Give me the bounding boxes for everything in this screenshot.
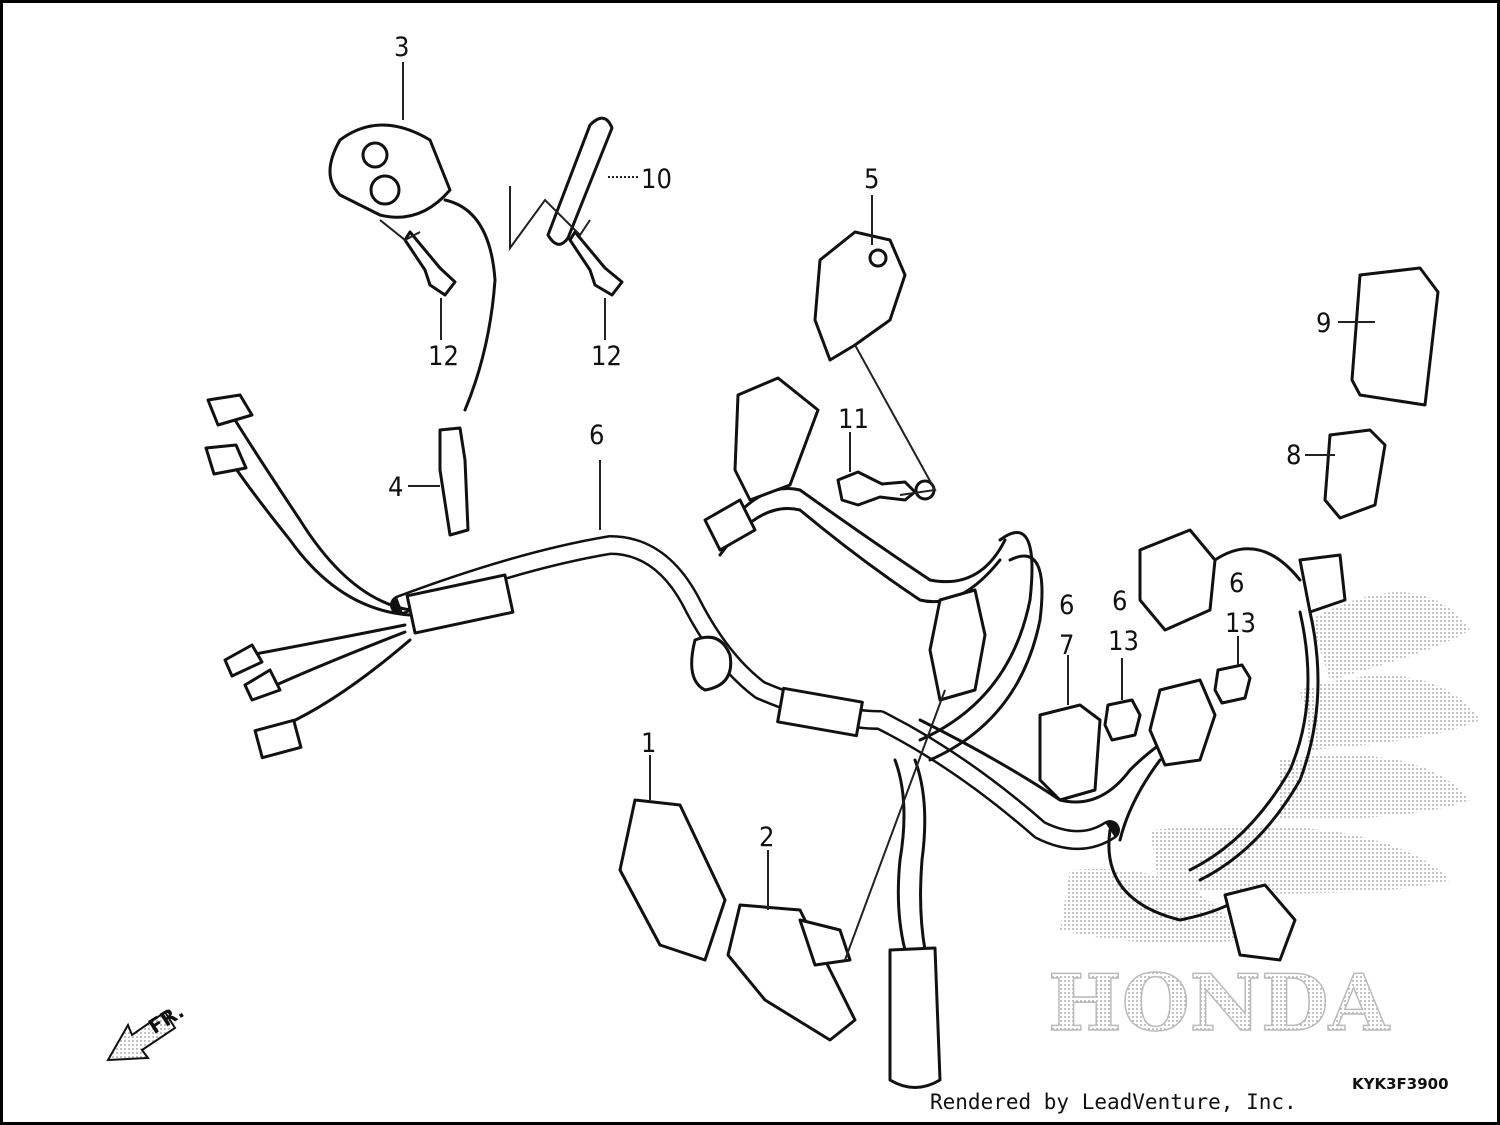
callout-3: 3 <box>394 32 409 63</box>
part-1-connector <box>618 798 727 962</box>
part-8-relay <box>1323 428 1387 520</box>
honda-watermark-text: HONDA <box>1048 958 1391 1049</box>
main-wire-harness <box>204 376 1347 1089</box>
callout-12-right: 12 <box>591 341 622 372</box>
callout-13-middle: 13 <box>1108 626 1139 657</box>
part-12-bolt-a <box>403 230 457 297</box>
callout-7: 7 <box>1059 630 1074 661</box>
part-7-relay <box>1038 703 1102 802</box>
leader-lines <box>379 62 1375 961</box>
part-2-module <box>726 903 857 1042</box>
callout-8: 8 <box>1286 440 1301 471</box>
part-12-bolt-b <box>568 230 624 297</box>
part-5-unit <box>813 230 907 362</box>
callout-6-main: 6 <box>589 420 604 451</box>
part-13-relay-a <box>1103 698 1142 742</box>
part-10-band <box>546 116 614 246</box>
callout-12-left: 12 <box>428 341 459 372</box>
callout-4: 4 <box>388 472 403 503</box>
part-3-switch <box>328 123 497 412</box>
part-13-relay-b <box>1213 663 1252 705</box>
honda-wing-watermark <box>1060 592 1480 944</box>
part-4-boot <box>438 426 470 537</box>
part-11-bolt <box>836 470 936 507</box>
callout-13-right: 13 <box>1225 608 1256 639</box>
callout-6-middle: 6 <box>1112 586 1127 617</box>
render-credit: Rendered by LeadVenture, Inc. <box>930 1090 1297 1114</box>
front-direction-arrow: FR. <box>106 999 188 1062</box>
callout-2: 2 <box>759 822 774 853</box>
callout-5: 5 <box>864 164 879 195</box>
diagram-code: KYK3F3900 <box>1352 1075 1449 1093</box>
callout-9: 9 <box>1316 308 1331 339</box>
callout-1: 1 <box>641 728 656 759</box>
callout-numbers: 3 10 5 12 12 9 11 6 8 4 6 13 6 13 6 7 1 … <box>388 32 1331 853</box>
callout-10: 10 <box>641 164 672 195</box>
part-9-cover <box>1350 266 1440 407</box>
callout-6-left: 6 <box>1059 590 1074 621</box>
callout-6-right: 6 <box>1229 568 1244 599</box>
callout-11: 11 <box>838 404 869 435</box>
